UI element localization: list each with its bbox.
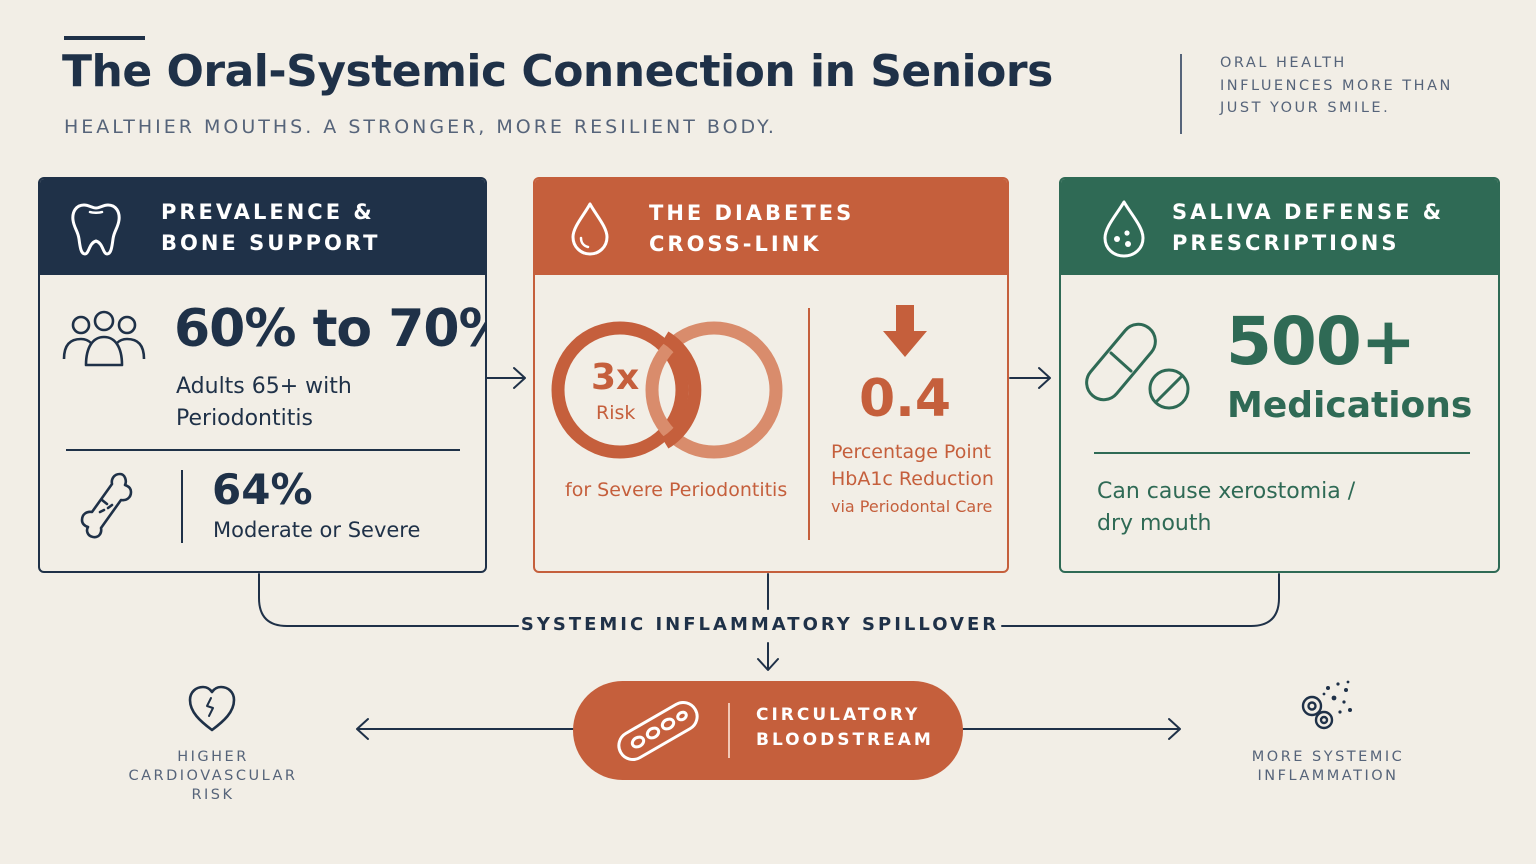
- stat-prevalence-caption: Adults 65+ with Periodontitis: [176, 371, 352, 435]
- reduction-value: 0.4: [859, 369, 952, 429]
- pill-label-line: CIRCULATORY: [756, 705, 921, 725]
- side-note: ORAL HEALTH INFLUENCES MORE THAN JUST YO…: [1220, 52, 1453, 120]
- heading-line: SALIVA DEFENSE &: [1172, 200, 1445, 224]
- arrow-card2-to-card3: [1009, 367, 1051, 389]
- card-prevalence: PREVALENCE & BONE SUPPORT 60% to 70% Adu…: [38, 177, 487, 573]
- side-note-line: JUST YOUR SMILE.: [1220, 100, 1391, 116]
- caption-line: Can cause xerostomia /: [1097, 479, 1356, 504]
- outcome-inflammation-label: MORE SYSTEMIC INFLAMMATION: [1232, 748, 1424, 786]
- outcome-label-line: INFLAMMATION: [1257, 768, 1399, 784]
- blood-vessel-icon: [617, 701, 699, 761]
- card-prevalence-header: PREVALENCE & BONE SUPPORT: [40, 179, 485, 275]
- medications-label: Medications: [1227, 385, 1473, 426]
- linked-rings-icon: [551, 321, 783, 459]
- drop-icon: [571, 202, 609, 256]
- inflammation-cells-icon: [1301, 680, 1352, 730]
- risk-value: 3x: [591, 357, 640, 398]
- heading-line: THE DIABETES: [649, 201, 855, 225]
- caption-line: Percentage Point: [831, 441, 992, 463]
- heart-icon: [188, 685, 236, 732]
- page-title: The Oral-Systemic Connection in Seniors: [62, 46, 1053, 97]
- bone-icon: [80, 472, 133, 539]
- side-note-rule: [1180, 54, 1182, 134]
- reduction-caption: Percentage Point HbA1c Reduction: [831, 439, 994, 493]
- saliva-drop-icon: [1103, 200, 1145, 258]
- bloodstream-pill: CIRCULATORY BLOODSTREAM: [573, 681, 963, 780]
- side-note-line: ORAL HEALTH: [1220, 55, 1347, 71]
- bloodstream-label: CIRCULATORY BLOODSTREAM: [756, 703, 934, 753]
- card-saliva-header: SALIVA DEFENSE & PRESCRIPTIONS: [1061, 179, 1498, 275]
- pill-label-line: BLOODSTREAM: [756, 730, 934, 750]
- title-accent-bar: [64, 36, 145, 40]
- heading-line: BONE SUPPORT: [161, 231, 381, 255]
- arrow-down-icon: [883, 305, 927, 357]
- pills-icon: [1085, 322, 1190, 410]
- card-saliva: SALIVA DEFENSE & PRESCRIPTIONS 500+ Medi…: [1059, 177, 1500, 573]
- card-saliva-heading: SALIVA DEFENSE & PRESCRIPTIONS: [1172, 197, 1444, 259]
- stat-prevalence-main: 60% to 70%: [174, 299, 487, 359]
- reduction-note: via Periodontal Care: [831, 497, 993, 516]
- spillover-line-right: [1001, 573, 1280, 627]
- heading-line: PRESCRIPTIONS: [1172, 231, 1400, 255]
- pill-divider: [728, 703, 730, 758]
- outcome-label-line: MORE SYSTEMIC: [1251, 749, 1405, 765]
- card-diabetes: THE DIABETES CROSS-LINK 3x Risk for Seve…: [533, 177, 1009, 573]
- card-diabetes-heading: THE DIABETES CROSS-LINK: [649, 198, 854, 260]
- card-saliva-divider: [1094, 452, 1470, 454]
- outcome-label-line: RISK: [191, 787, 235, 803]
- heading-line: CROSS-LINK: [649, 232, 822, 256]
- risk-label: Risk: [596, 402, 636, 424]
- outcome-cardiovascular-label: HIGHER CARDIOVASCULAR RISK: [92, 748, 334, 805]
- arrow-to-bloodstream: [757, 642, 779, 671]
- card-prevalence-heading: PREVALENCE & BONE SUPPORT: [161, 197, 380, 259]
- side-note-line: INFLUENCES MORE THAN: [1220, 77, 1453, 94]
- arrow-card1-to-card2: [486, 367, 526, 389]
- medications-value: 500+: [1226, 303, 1416, 380]
- outcome-label-line: HIGHER CARDIOVASCULAR: [128, 749, 298, 784]
- tooth-icon: [71, 203, 121, 256]
- arrow-to-inflammation: [962, 718, 1181, 740]
- arrow-to-cardiovascular: [356, 718, 574, 740]
- caption-line: Adults 65+ with: [176, 374, 352, 399]
- card-prevalence-divider: [66, 449, 460, 451]
- stat-bone-divider: [181, 470, 183, 543]
- caption-line: dry mouth: [1097, 511, 1212, 536]
- caption-line: Periodontitis: [176, 406, 313, 431]
- heading-line: PREVALENCE &: [161, 200, 375, 224]
- page-subtitle: HEALTHIER MOUTHS. A STRONGER, MORE RESIL…: [64, 116, 777, 138]
- medications-caption: Can cause xerostomia / dry mouth: [1097, 476, 1355, 540]
- card-diabetes-header: THE DIABETES CROSS-LINK: [535, 179, 1007, 275]
- spillover-label: SYSTEMIC INFLAMMATORY SPILLOVER: [520, 614, 1000, 635]
- stat-bone-value: 64%: [212, 465, 313, 514]
- stat-bone-caption: Moderate or Severe: [213, 518, 421, 542]
- caption-line: HbA1c Reduction: [831, 468, 994, 490]
- risk-caption: for Severe Periodontitis: [565, 479, 788, 501]
- people-group-icon: [62, 310, 146, 367]
- spillover-line-left: [258, 573, 519, 627]
- card-diabetes-divider: [808, 308, 810, 540]
